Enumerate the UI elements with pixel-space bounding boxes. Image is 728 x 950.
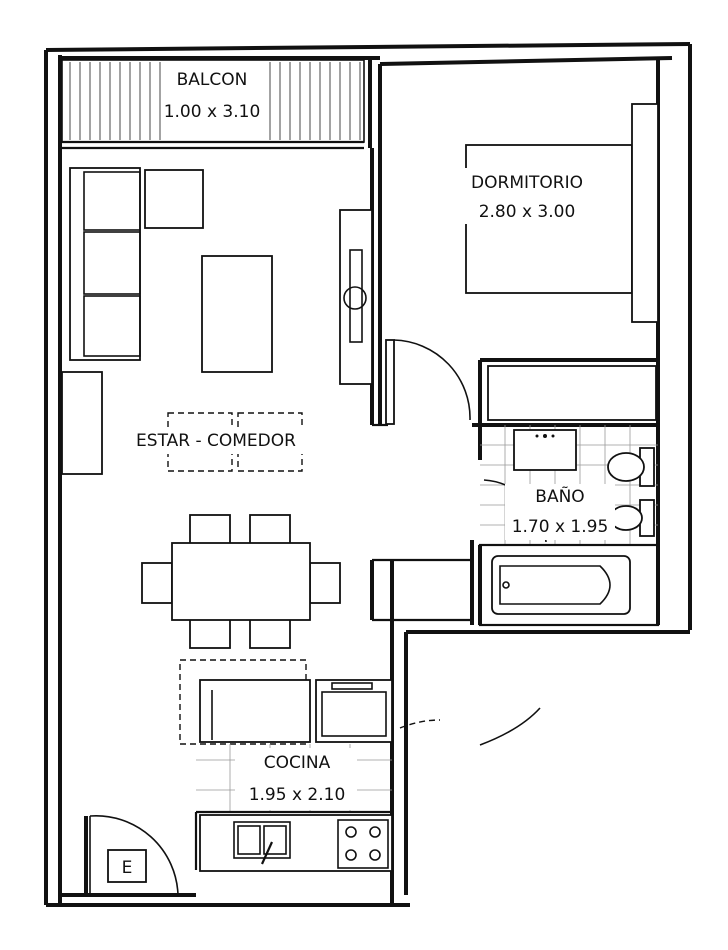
bathroom: BAÑO 1.70 x 1.95 xyxy=(478,425,660,627)
bedroom-size: 2.80 x 3.00 xyxy=(479,202,576,222)
bedroom-name: DORMITORIO xyxy=(471,173,583,193)
balcony: BALCON 1.00 x 3.10 xyxy=(61,59,365,150)
kitchen-counter xyxy=(199,814,393,872)
side-cabinet xyxy=(61,371,103,475)
coffee-table xyxy=(201,255,273,373)
bedroom-door[interactable] xyxy=(385,339,471,425)
entry: E xyxy=(84,814,179,896)
corridor-marks xyxy=(399,719,441,729)
bathtub xyxy=(491,555,631,615)
armchair xyxy=(144,169,204,229)
bath-sink xyxy=(513,429,577,471)
entry-door-swing xyxy=(89,814,179,896)
bathroom-name: BAÑO xyxy=(535,485,584,507)
electric-panel xyxy=(107,849,147,883)
kitchen-size: 1.95 x 2.10 xyxy=(249,785,346,805)
kitchen-sink xyxy=(233,821,291,865)
tv-unit xyxy=(339,209,373,385)
bathroom-size: 1.70 x 1.95 xyxy=(512,517,609,537)
cooktop xyxy=(337,819,389,869)
entry-label: E xyxy=(122,858,133,878)
living-name: ESTAR - COMEDOR xyxy=(136,431,296,451)
balcony-size: 1.00 x 3.10 xyxy=(164,102,261,122)
kitchen: COCINA 1.95 x 2.10 xyxy=(179,659,393,872)
toilet xyxy=(607,447,655,487)
sofa xyxy=(69,167,141,361)
balcony-name: BALCON xyxy=(177,70,248,90)
bedroom-wardrobe xyxy=(487,365,657,421)
balcony-hatch xyxy=(69,62,361,140)
dining-set xyxy=(141,514,341,649)
kitchen-name: COCINA xyxy=(264,753,331,773)
oven xyxy=(315,679,393,743)
